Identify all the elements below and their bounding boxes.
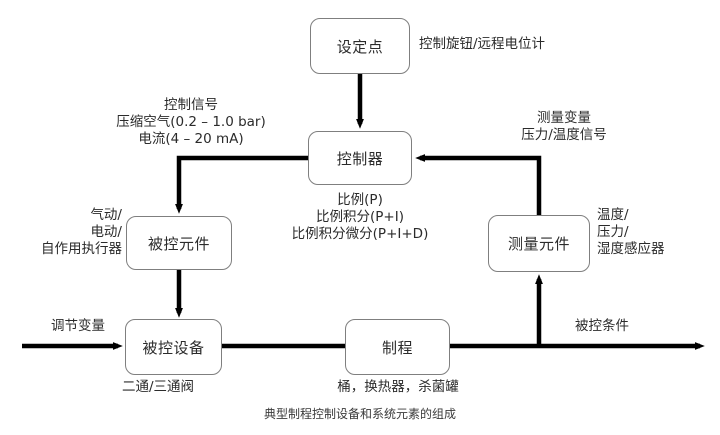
node-controller[interactable]: 控制器 [308, 131, 412, 185]
node-controller-label: 控制器 [336, 149, 384, 168]
annotation-sensor-types: 温度/ 压力/ 湿度感应器 [597, 207, 665, 257]
annotation-control-signal: 控制信号 压缩空气(0.2 – 1.0 bar) 电流(4 – 20 mA) [116, 97, 266, 147]
node-controlled-element[interactable]: 被控元件 [126, 216, 232, 270]
node-controlled-equipment-label: 被控设备 [142, 338, 205, 357]
annotation-process-types: 桶，换热器，杀菌罐 [337, 379, 459, 395]
wire-controller-to-controlled-element [175, 155, 308, 214]
node-measuring-element[interactable]: 测量元件 [488, 215, 590, 272]
wire-measuring-element-to-controller [415, 154, 542, 215]
node-setpoint[interactable]: 设定点 [310, 18, 410, 74]
annotation-actuator-types: 气动/ 电动/ 自作用执行器 [41, 207, 122, 257]
annotation-valve-types: 二通/三通阀 [121, 379, 195, 395]
node-measuring-element-label: 测量元件 [507, 235, 570, 253]
node-process-label: 制程 [381, 338, 413, 357]
annotation-setpoint-note: 控制旋钮/远程电位计 [419, 36, 546, 52]
node-setpoint-label: 设定点 [336, 37, 384, 56]
annotation-controller-modes: 比例(P) 比例积分(P+I) 比例积分微分(P+I+D) [291, 192, 429, 242]
node-process[interactable]: 制程 [345, 319, 450, 375]
node-controlled-equipment[interactable]: 被控设备 [125, 319, 222, 375]
diagram-caption: 典型制程控制设备和系统元素的组成 [263, 407, 456, 421]
annotation-controlled-condition: 被控条件 [575, 318, 629, 334]
node-controlled-element-label: 被控元件 [147, 234, 210, 253]
annotation-manipulated-variable: 调节变量 [51, 318, 105, 334]
annotation-measured-variable: 测量变量 压力/温度信号 [521, 110, 607, 143]
